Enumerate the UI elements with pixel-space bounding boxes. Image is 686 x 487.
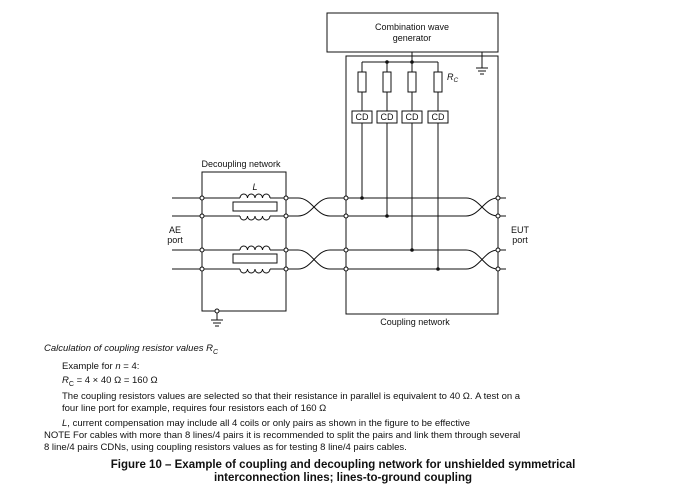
coupling-network-box xyxy=(345,55,499,315)
calc-heading: Calculation of coupling resistor values … xyxy=(44,343,219,356)
terminal xyxy=(495,195,501,201)
junction-dot xyxy=(410,60,414,64)
twisted-pair-2-right xyxy=(465,249,506,270)
terminal xyxy=(343,247,349,253)
decoupling-network-box xyxy=(201,171,287,312)
terminal xyxy=(495,247,501,253)
cd-label-2: CD xyxy=(381,112,394,122)
terminal xyxy=(199,266,205,272)
cd-label-4: CD xyxy=(432,112,445,122)
coupling-network-label: Coupling network xyxy=(380,317,450,327)
rc-resistor-2 xyxy=(382,71,392,93)
terminal xyxy=(199,247,205,253)
note-line2: 8 line/4 pairs CDNs, using coupling resi… xyxy=(44,442,407,453)
formula-line: RC = 4 × 40 Ω = 160 Ω xyxy=(62,375,158,388)
note-line1: NOTE For cables with more than 8 lines/4… xyxy=(44,430,521,441)
current-compensation-line: L, current compensation may include all … xyxy=(62,418,471,429)
figure-caption-line2: interconnection lines; lines-to-ground c… xyxy=(213,472,473,484)
decoupling-network-label: Decoupling network xyxy=(201,159,281,169)
generator-output-wire xyxy=(362,52,438,63)
coupling-resistor-paragraph-line1: The coupling resistors values are select… xyxy=(62,391,521,402)
ae-port-label-line2: port xyxy=(167,235,183,245)
terminal xyxy=(343,266,349,272)
ae-line-wires xyxy=(172,197,202,270)
decoupling-ground-symbol xyxy=(211,319,223,327)
terminal xyxy=(214,308,220,314)
generator-ground-symbol xyxy=(476,67,488,75)
cd-label-1: CD xyxy=(356,112,369,122)
terminal xyxy=(495,213,501,219)
figure-caption-line1: Figure 10 – Example of coupling and deco… xyxy=(110,459,576,471)
junction-dot xyxy=(385,214,389,218)
terminal xyxy=(343,213,349,219)
junction-dot xyxy=(360,196,364,200)
eut-port-label-line2: port xyxy=(512,235,528,245)
rc-resistor-1 xyxy=(357,71,367,93)
cd-box-4 xyxy=(427,110,449,124)
terminal xyxy=(343,195,349,201)
coupling-internal-wires xyxy=(346,197,466,270)
twisted-pair-1-right xyxy=(465,197,506,217)
resistor-wires xyxy=(361,62,439,269)
junction-dot xyxy=(385,60,389,64)
generator-label-line2: generator xyxy=(393,33,432,43)
coil-4 xyxy=(239,268,271,274)
terminal xyxy=(283,213,289,219)
terminal xyxy=(495,266,501,272)
coil-core-pair-1 xyxy=(232,201,278,212)
rc-resistor-4 xyxy=(433,71,443,93)
terminal xyxy=(199,213,205,219)
coil-2 xyxy=(239,215,271,221)
terminal xyxy=(283,195,289,201)
coil-3 xyxy=(239,245,271,251)
cd-box-3 xyxy=(401,110,423,124)
terminal xyxy=(199,195,205,201)
twisted-pair-1-left xyxy=(286,197,346,217)
cd-box-1 xyxy=(351,110,373,124)
generator-label-line1: Combination wave xyxy=(375,22,449,32)
cd-box-2 xyxy=(376,110,398,124)
coil-core-pair-2 xyxy=(232,253,278,264)
twisted-pair-2-left xyxy=(286,249,346,270)
coupling-resistor-paragraph-line2: four line port for example, requires fou… xyxy=(62,403,327,414)
cd-label-3: CD xyxy=(406,112,419,122)
rc-label: RC xyxy=(447,72,459,84)
ae-port-label-line1: AE xyxy=(169,225,181,235)
coil-1 xyxy=(239,193,271,199)
terminal xyxy=(283,247,289,253)
junction-dot xyxy=(436,267,440,271)
decoupling-internal-wires xyxy=(202,197,286,270)
rc-resistor-3 xyxy=(407,71,417,93)
eut-port-label-line1: EUT xyxy=(511,225,530,235)
junction-dot xyxy=(410,248,414,252)
example-line: Example for n = 4: xyxy=(62,361,140,372)
terminal xyxy=(283,266,289,272)
cdn-circuit-diagram: Combination wave generator RC CD CD CD C… xyxy=(167,12,530,327)
inductor-label: L xyxy=(252,182,257,192)
